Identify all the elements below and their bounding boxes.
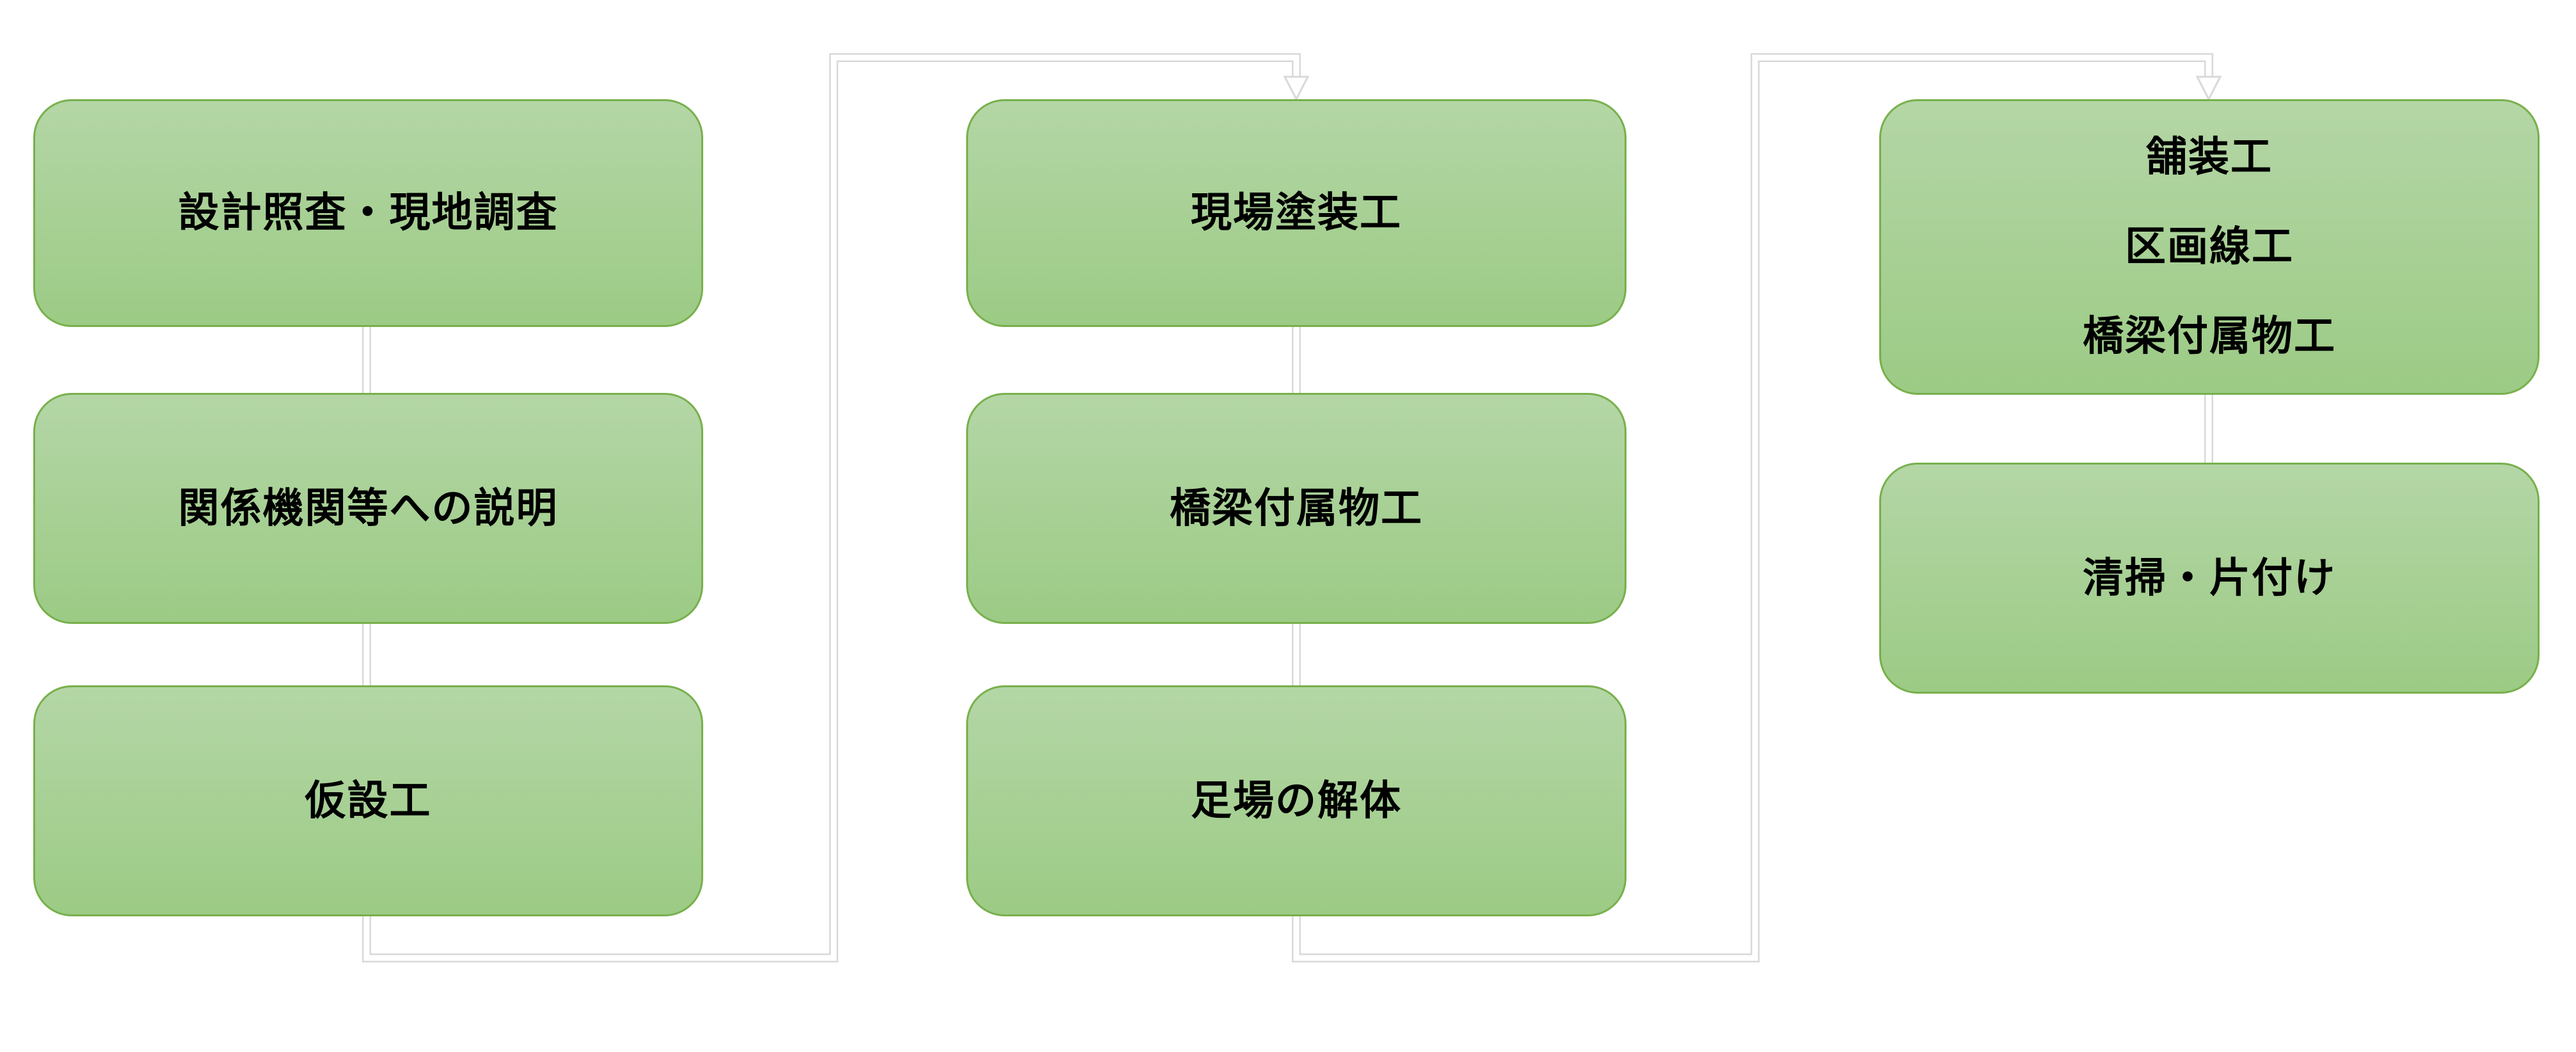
arrow-head-icon (1283, 76, 1310, 102)
step-label: 設計照査・現地調査 (178, 189, 559, 237)
step-box: 現場塗装工 (966, 99, 1626, 327)
step-box: 足場の解体 (966, 685, 1626, 916)
step-label: 橋梁付属物工 (1170, 484, 1423, 532)
step-label: 清掃・片付け (2083, 554, 2336, 602)
step-label: 足場の解体 (1191, 777, 1402, 825)
step-box: 清掃・片付け (1879, 463, 2540, 694)
step-label: 現場塗装工 (1191, 189, 1402, 237)
step-label: 関係機関等への説明 (178, 484, 559, 532)
step-box: 舗装工 区画線工 橋梁付属物工 (1879, 99, 2540, 395)
step-box: 橋梁付属物工 (966, 393, 1626, 624)
step-label: 舗装工 (2146, 134, 2273, 181)
step-label: 区画線工 (2125, 223, 2294, 271)
step-box: 仮設工 (33, 685, 703, 916)
step-box: 設計照査・現地調査 (33, 99, 703, 327)
step-label: 仮設工 (305, 777, 432, 825)
arrow-head-icon (2195, 76, 2222, 102)
step-label: 橋梁付属物工 (2083, 313, 2336, 360)
step-box: 関係機関等への説明 (33, 393, 703, 624)
